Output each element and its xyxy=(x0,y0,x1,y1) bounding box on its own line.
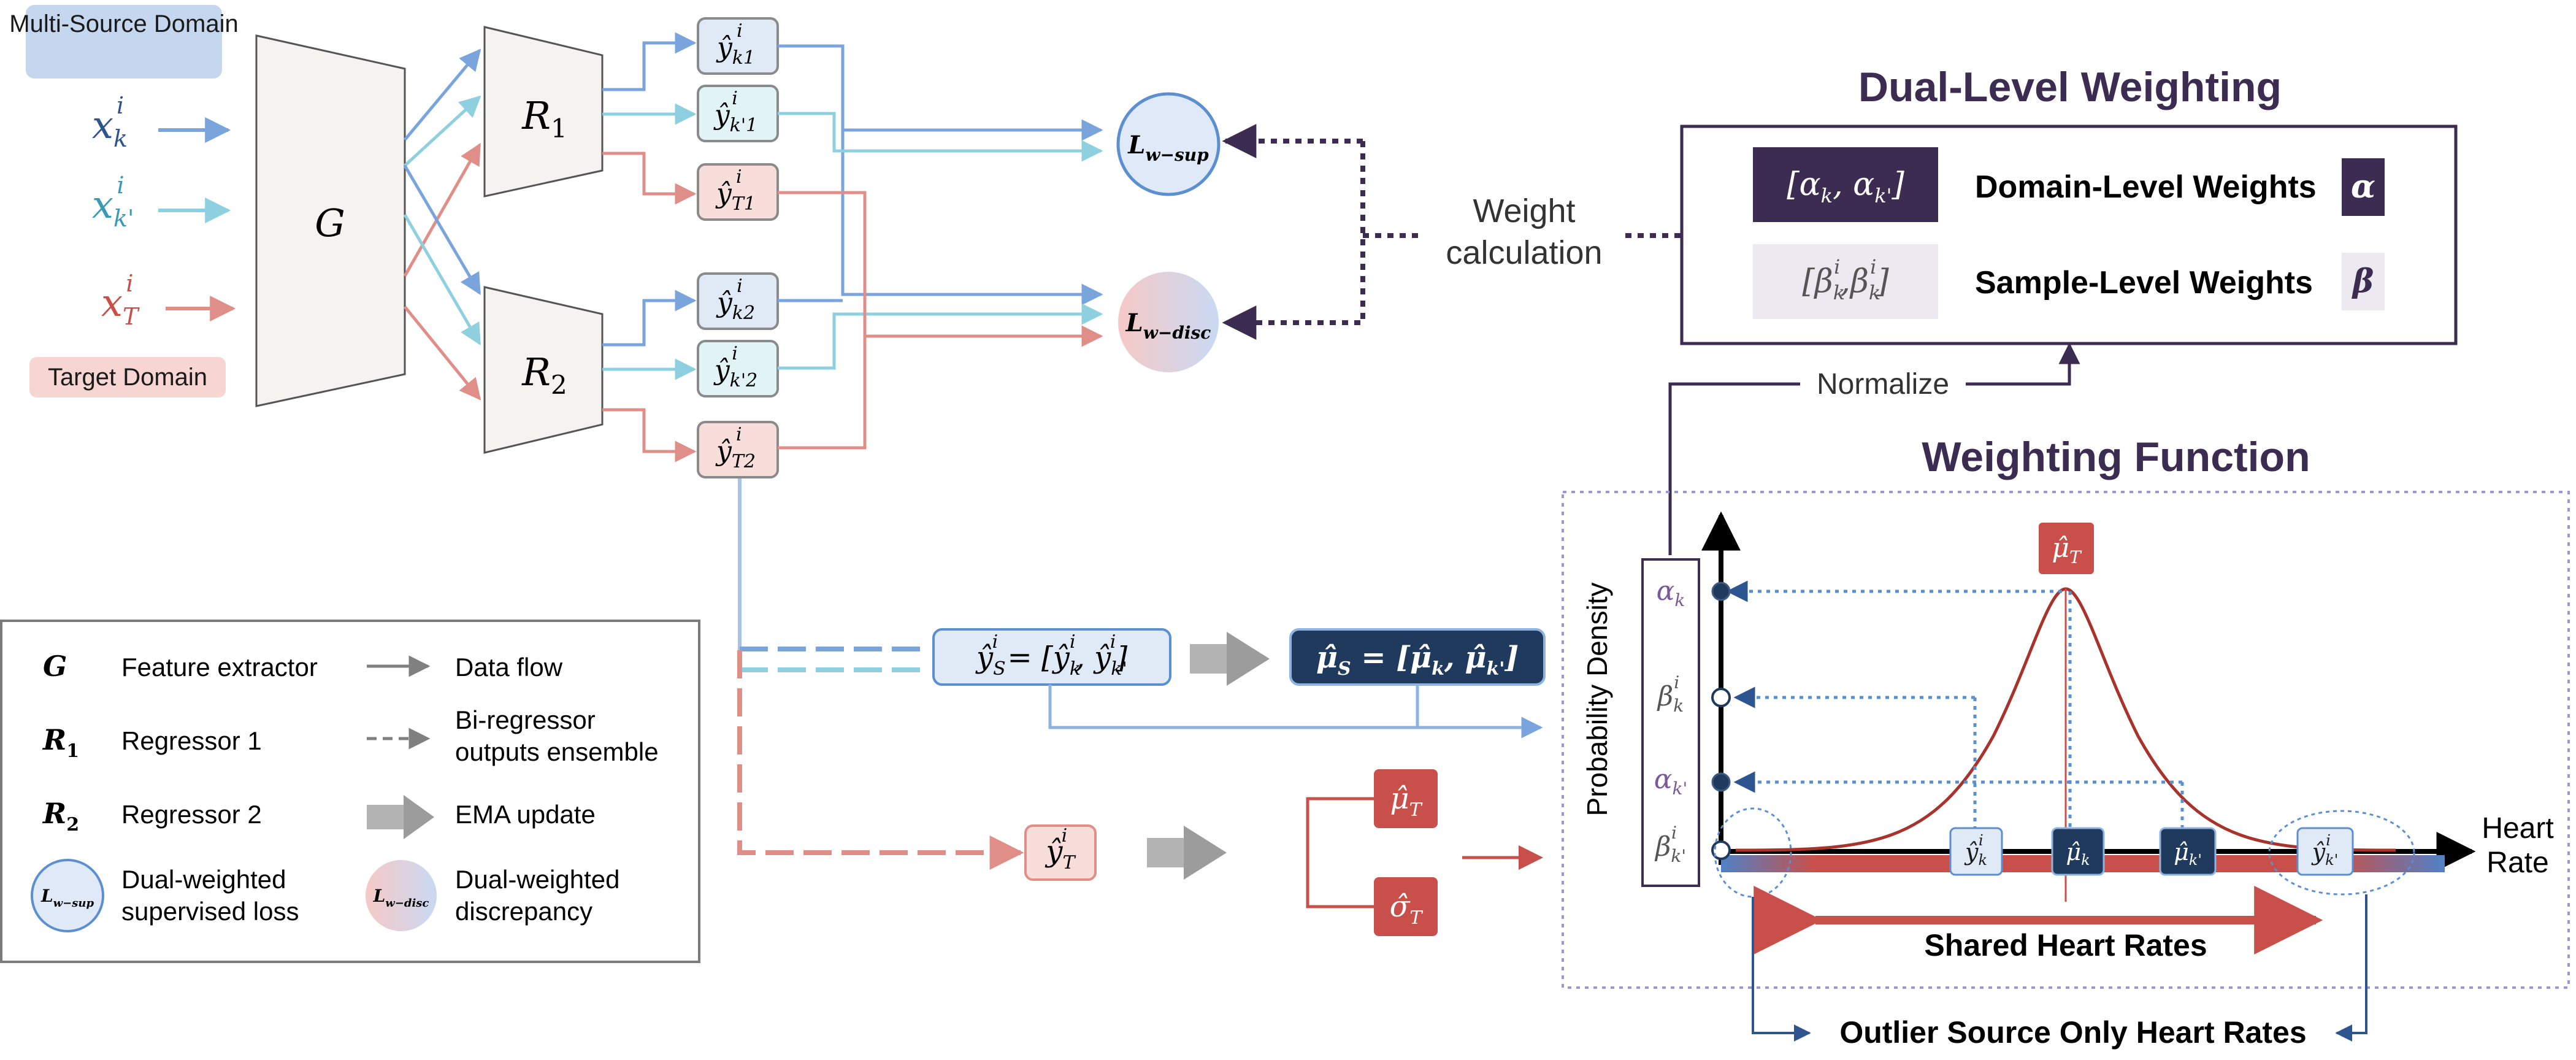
legend-label-sup-2: supervised loss xyxy=(121,897,299,926)
legend-label-ensemble-1: Bi-regressor xyxy=(455,705,596,734)
feature-extractor-G xyxy=(255,34,406,407)
source-to-function xyxy=(1048,685,1538,729)
ensemble-dashes xyxy=(737,647,1024,870)
sigma-T-box xyxy=(1374,877,1438,936)
target-bracket xyxy=(1306,797,1374,908)
loss-disc: Lw−disc xyxy=(1118,272,1219,372)
y-axis-label: Probability Density xyxy=(1581,583,1613,816)
source-domain-group: Multi-Source Domain xki xk'i xTi Target … xyxy=(9,5,239,398)
mu-T-box xyxy=(1374,769,1438,828)
marker-yk xyxy=(1949,827,2003,876)
outlier-ellipse-right xyxy=(2268,810,2415,896)
weight-calc-connectors xyxy=(1222,124,1681,340)
peak-label-box xyxy=(2039,523,2094,574)
source-domain-label: Multi-Source Domain xyxy=(9,10,238,37)
g-to-r-arrows xyxy=(403,48,481,401)
legend-loss-disc-icon xyxy=(366,860,437,931)
shared-heart-rates-label: Shared Heart Rates xyxy=(1924,928,2207,962)
marker-mu-k xyxy=(2051,827,2105,876)
regressor-R1 xyxy=(483,26,604,198)
svg-text:Lw−sup: Lw−sup xyxy=(1127,131,1209,165)
alpha-symbol: α xyxy=(2351,168,2375,205)
output-to-loss-arrows xyxy=(778,44,1103,450)
ema-arrow-source xyxy=(1190,632,1270,686)
legend-label-disc-2: discrepancy xyxy=(455,897,592,926)
point-beta-k2 xyxy=(1711,840,1731,860)
point-alpha-k2 xyxy=(1711,772,1731,792)
dual-level-title: Dual-Level Weighting xyxy=(1858,64,2282,110)
legend: G Feature extractor R1 Regressor 1 R2 Re… xyxy=(31,650,659,932)
output-boxes: ŷk1i ŷk'1i ŷT1i ŷk2i ŷk'2i ŷT2i xyxy=(697,17,779,478)
x-axis-label-1: Heart xyxy=(2482,812,2553,845)
legend-loss-sup-icon xyxy=(31,859,104,932)
domain-level-label: Domain-Level Weights xyxy=(1975,169,2317,205)
beta-symbol: β xyxy=(2352,263,2374,300)
G-label: G xyxy=(315,201,345,245)
legend-box xyxy=(0,620,700,963)
y-tick-alpha-k: αk xyxy=(1657,575,1685,610)
input-xk2: xk'i xyxy=(92,172,134,232)
sample-level-label: Sample-Level Weights xyxy=(1975,265,2313,301)
outlier-connector-right xyxy=(2335,894,2367,1042)
outlier-label: Outlier Source Only Heart Rates xyxy=(1839,1015,2306,1050)
target-pred-box xyxy=(1024,824,1097,881)
marker-mu-k2 xyxy=(2159,827,2217,876)
legend-label-data-flow: Data flow xyxy=(455,653,563,682)
input-xk: xki xyxy=(92,92,128,152)
point-beta-k xyxy=(1711,688,1731,707)
target-domain-label: Target Domain xyxy=(48,364,207,391)
legend-label-ema: EMA update xyxy=(455,800,596,829)
outlier-connector-left xyxy=(1752,897,1811,1042)
ema-arrow-target xyxy=(1147,826,1227,880)
legend-label-R1: Regressor 1 xyxy=(121,726,262,755)
weight-calc-line1: Weight xyxy=(1473,193,1575,229)
R2-label: R2 xyxy=(521,350,567,400)
legend-label-G: Feature extractor xyxy=(121,653,318,682)
loss-sup: Lw−sup xyxy=(1116,92,1221,196)
legend-ema-icon xyxy=(367,795,434,839)
guide-lines xyxy=(1726,580,2184,834)
source-pred-box xyxy=(932,628,1171,686)
x-axis-label-2: Rate xyxy=(2486,847,2548,879)
output-yT2 xyxy=(697,421,779,478)
point-alpha-k xyxy=(1711,582,1731,601)
legend-label-disc-1: Dual-weighted xyxy=(455,865,620,894)
outlier-ellipse-left xyxy=(1714,807,1792,898)
weight-calc-line2: calculation xyxy=(1446,234,1602,271)
x-markers: ŷki μ̂k μ̂k' ŷk'i xyxy=(1949,827,2354,876)
input-xT: xTi xyxy=(101,270,140,330)
legend-label-sup-1: Dual-weighted xyxy=(121,865,286,894)
legend-symbol-G: G xyxy=(43,650,67,683)
weighting-function-title: Weighting Function xyxy=(1922,434,2310,480)
r-to-output-arrows xyxy=(602,32,697,463)
normalize-label: Normalize xyxy=(1817,368,1949,401)
legend-label-R2: Regressor 2 xyxy=(121,800,262,829)
marker-yk2 xyxy=(2296,827,2354,876)
weighting-function-frame xyxy=(1562,491,2570,989)
regressor-R2 xyxy=(483,286,604,454)
y-tick-box xyxy=(1641,558,1700,887)
legend-label-ensemble-2: outputs ensemble xyxy=(455,737,659,766)
